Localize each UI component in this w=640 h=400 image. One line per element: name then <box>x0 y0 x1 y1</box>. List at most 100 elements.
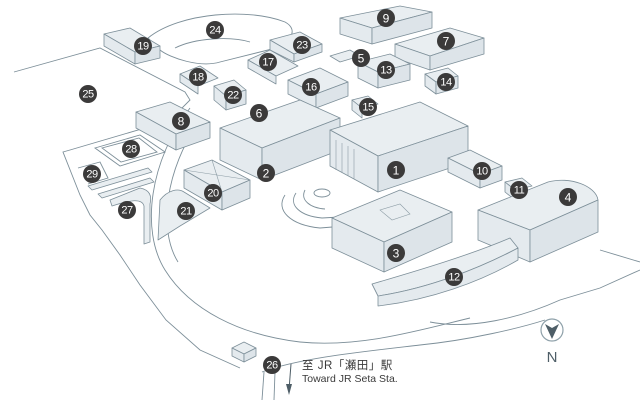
building-marker-20[interactable]: 20 <box>204 184 222 202</box>
building-marker-4[interactable]: 4 <box>559 188 577 206</box>
markers: 1234567891011121314151617181920212223242… <box>79 9 577 374</box>
marker-label: 20 <box>207 188 219 200</box>
marker-label: 2 <box>263 167 270 181</box>
building-marker-16[interactable]: 16 <box>302 78 320 96</box>
building-marker-29[interactable]: 29 <box>83 165 101 183</box>
marker-circle <box>177 202 195 220</box>
marker-circle <box>559 188 577 206</box>
marker-label: 10 <box>476 166 488 178</box>
marker-label: 8 <box>178 115 185 129</box>
east-road-2 <box>599 249 640 263</box>
marker-label: 19 <box>137 41 149 53</box>
building-marker-10[interactable]: 10 <box>473 162 491 180</box>
direction-english: Toward JR Seta Sta. <box>302 373 398 385</box>
marker-circle <box>259 53 277 71</box>
south-entrance-2 <box>273 371 276 400</box>
marker-circle <box>189 68 207 86</box>
building-marker-28[interactable]: 28 <box>122 140 140 158</box>
marker-circle <box>437 73 455 91</box>
marker-label: 4 <box>565 191 572 205</box>
building-marker-11[interactable]: 11 <box>510 181 528 199</box>
building-marker-25[interactable]: 25 <box>79 85 97 103</box>
marker-label: 15 <box>362 102 374 114</box>
field-29-outline <box>77 161 109 185</box>
marker-circle <box>118 201 136 219</box>
marker-circle <box>257 164 275 182</box>
building-marker-15[interactable]: 15 <box>359 98 377 116</box>
marker-label: 28 <box>125 144 137 156</box>
marker-circle <box>122 140 140 158</box>
marker-label: 6 <box>256 107 263 121</box>
marker-label: 11 <box>514 185 525 197</box>
marker-label: 22 <box>227 90 239 102</box>
building-marker-7[interactable]: 7 <box>437 32 455 50</box>
field-28-outer <box>93 134 167 167</box>
marker-circle <box>293 36 311 54</box>
marker-circle <box>359 98 377 116</box>
south-entrance-1 <box>261 371 265 400</box>
marker-circle <box>473 162 491 180</box>
building-marker-13[interactable]: 13 <box>377 61 395 79</box>
north-arrow-icon <box>540 318 564 342</box>
marker-circle <box>204 184 222 202</box>
building-marker-21[interactable]: 21 <box>177 202 195 220</box>
marker-circle <box>352 49 370 67</box>
building-marker-1[interactable]: 1 <box>387 161 405 179</box>
marker-circle <box>377 61 395 79</box>
marker-circle <box>172 112 190 130</box>
marker-label: 21 <box>180 206 192 218</box>
marker-label: 12 <box>448 272 460 284</box>
marker-label: 1 <box>393 164 400 178</box>
building-marker-17[interactable]: 17 <box>259 53 277 71</box>
building-marker-8[interactable]: 8 <box>172 112 190 130</box>
plaza-ring-1 <box>281 194 346 229</box>
plaza-ring-2 <box>293 192 341 219</box>
building-marker-19[interactable]: 19 <box>134 37 152 55</box>
marker-label: 16 <box>305 82 317 94</box>
marker-circle <box>83 165 101 183</box>
marker-label: 13 <box>380 65 392 77</box>
marker-circle <box>134 37 152 55</box>
plaza-fountain <box>313 188 331 198</box>
loop-road <box>150 107 471 344</box>
building-marker-27[interactable]: 27 <box>118 201 136 219</box>
marker-label: 17 <box>262 57 274 69</box>
building-marker-2[interactable]: 2 <box>257 164 275 182</box>
building-marker-26[interactable]: 26 <box>263 356 281 374</box>
east-road <box>429 269 640 325</box>
building-marker-22[interactable]: 22 <box>224 86 242 104</box>
field-25-outline <box>13 47 241 369</box>
south-road <box>261 319 546 373</box>
marker-label: 7 <box>443 35 450 49</box>
marker-circle <box>224 86 242 104</box>
plaza-ring-3 <box>303 189 326 210</box>
track-24 <box>147 13 293 65</box>
building-marker-24[interactable]: 24 <box>206 21 224 39</box>
building-marker-9[interactable]: 9 <box>377 9 395 27</box>
building-marker-12[interactable]: 12 <box>445 268 463 286</box>
marker-circle <box>79 85 97 103</box>
marker-circle <box>263 356 281 374</box>
marker-label: 14 <box>440 77 452 89</box>
marker-label: 26 <box>266 360 278 372</box>
marker-circle <box>250 104 268 122</box>
direction-caption: 至 JR「瀬田」駅 Toward JR Seta Sta. <box>302 360 398 386</box>
building-marker-18[interactable]: 18 <box>189 68 207 86</box>
building-marker-23[interactable]: 23 <box>293 36 311 54</box>
marker-circle <box>445 268 463 286</box>
building-marker-5[interactable]: 5 <box>352 49 370 67</box>
building-marker-6[interactable]: 6 <box>250 104 268 122</box>
marker-circle <box>377 9 395 27</box>
marker-label: 29 <box>86 169 98 181</box>
buildings <box>87 5 599 363</box>
marker-label: 9 <box>383 12 390 26</box>
building-marker-14[interactable]: 14 <box>437 73 455 91</box>
direction-japanese: 至 JR「瀬田」駅 <box>302 360 393 372</box>
marker-label: 5 <box>358 52 365 66</box>
marker-circle <box>206 21 224 39</box>
marker-label: 27 <box>121 205 133 217</box>
marker-label: 3 <box>393 247 400 261</box>
marker-circle <box>510 181 528 199</box>
building-marker-3[interactable]: 3 <box>387 244 405 262</box>
marker-circle <box>437 32 455 50</box>
